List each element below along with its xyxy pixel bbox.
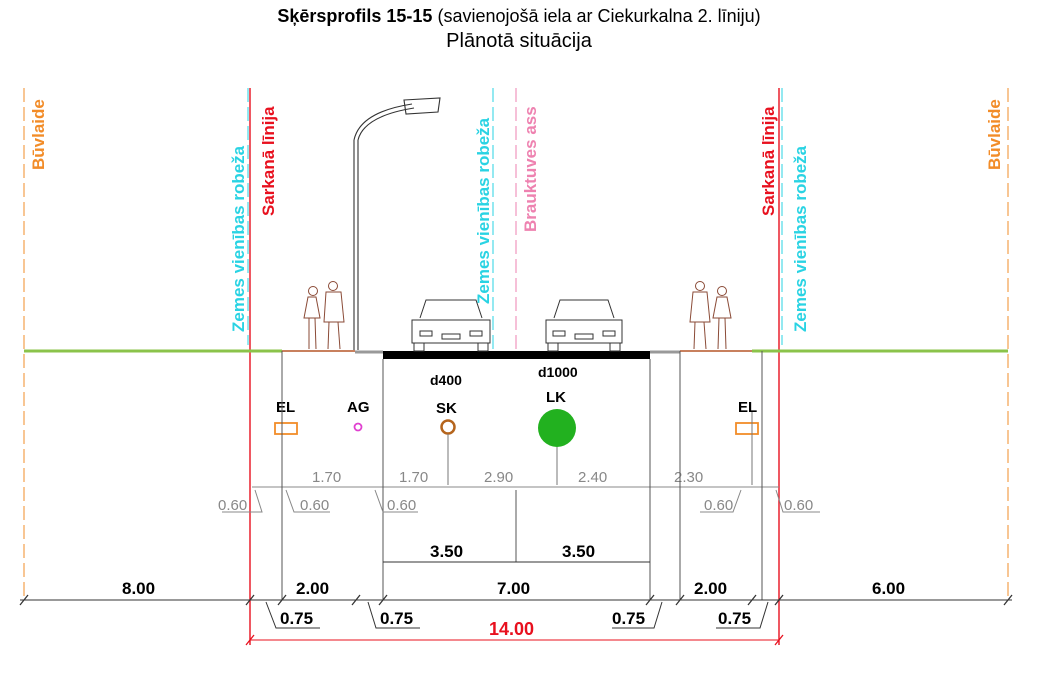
title-bold: Sķērsprofils 15-15	[277, 6, 433, 26]
dim-utility-3: 2.90	[484, 469, 513, 486]
diagram-subtitle: Plānotā situācija	[446, 30, 592, 52]
dim-lane-right: 3.50	[562, 542, 595, 561]
dim-small-1: 0.75	[280, 609, 313, 628]
dim-main-4: 2.00	[694, 579, 727, 598]
dim-utility-5: 2.30	[674, 469, 703, 486]
el-right-label: EL	[738, 399, 757, 416]
main-dim-ticks	[19, 594, 1013, 606]
dim-offset-5: 0.60	[784, 497, 813, 514]
street-lamp	[353, 97, 441, 350]
dim-small-2: 0.75	[380, 609, 413, 628]
el-right-box	[735, 422, 759, 435]
el-left-box	[274, 422, 298, 435]
label-zemes-center: Zemes vienības robeža	[474, 117, 493, 304]
car-left-icon	[411, 299, 491, 352]
ag-label: AG	[347, 399, 370, 416]
roadway	[383, 351, 650, 359]
label-zemes-right: Zemes vienības robeža	[791, 145, 810, 332]
diagram-title: Sķērsprofils 15-15 (savienojošā iela ar …	[0, 6, 1038, 27]
dim-main-5: 6.00	[872, 579, 905, 598]
label-buvlaide-right: Būvlaide	[985, 99, 1004, 170]
dim-main-1: 8.00	[122, 579, 155, 598]
dim-main-3: 7.00	[497, 579, 530, 598]
total-tick-left	[245, 634, 255, 646]
label-sarkana-left: Sarkanā līnija	[259, 106, 278, 216]
label-sarkana-right: Sarkanā līnija	[759, 106, 778, 216]
lk-pipe	[538, 409, 576, 447]
dim-utility-1: 1.70	[312, 469, 341, 486]
label-brauktuves-ass: Brauktuves ass	[521, 106, 540, 232]
offset-dims	[222, 489, 820, 513]
dim-offset-3: 0.60	[387, 497, 416, 514]
dim-main-2: 2.00	[296, 579, 329, 598]
pedestrians-left-icon	[303, 281, 345, 350]
sk-diameter: d400	[430, 372, 462, 388]
dim-lane-left: 3.50	[430, 542, 463, 561]
sk-label: SK	[436, 400, 457, 417]
small-dims	[265, 601, 769, 629]
dim-utility-2: 1.70	[399, 469, 428, 486]
car-right-icon	[545, 299, 623, 352]
dim-small-4: 0.75	[718, 609, 751, 628]
label-buvlaide-left: Būvlaide	[29, 99, 48, 170]
lk-diameter: d1000	[538, 364, 578, 380]
dim-total: 14.00	[489, 619, 534, 639]
title-rest: (savienojošā iela ar Ciekurkalna 2. līni…	[432, 6, 761, 26]
dim-utility-4: 2.40	[578, 469, 607, 486]
ag-marker	[353, 422, 363, 432]
dim-offset-4: 0.60	[704, 497, 733, 514]
sk-pipe	[440, 419, 456, 435]
dim-small-3: 0.75	[612, 609, 645, 628]
el-left-label: EL	[276, 399, 295, 416]
label-zemes-left: Zemes vienības robeža	[229, 145, 248, 332]
dim-offset-1: 0.60	[218, 497, 247, 514]
dim-offset-2: 0.60	[300, 497, 329, 514]
total-tick-right	[774, 634, 784, 646]
pedestrians-right-icon	[689, 281, 732, 350]
lk-label: LK	[546, 389, 566, 406]
